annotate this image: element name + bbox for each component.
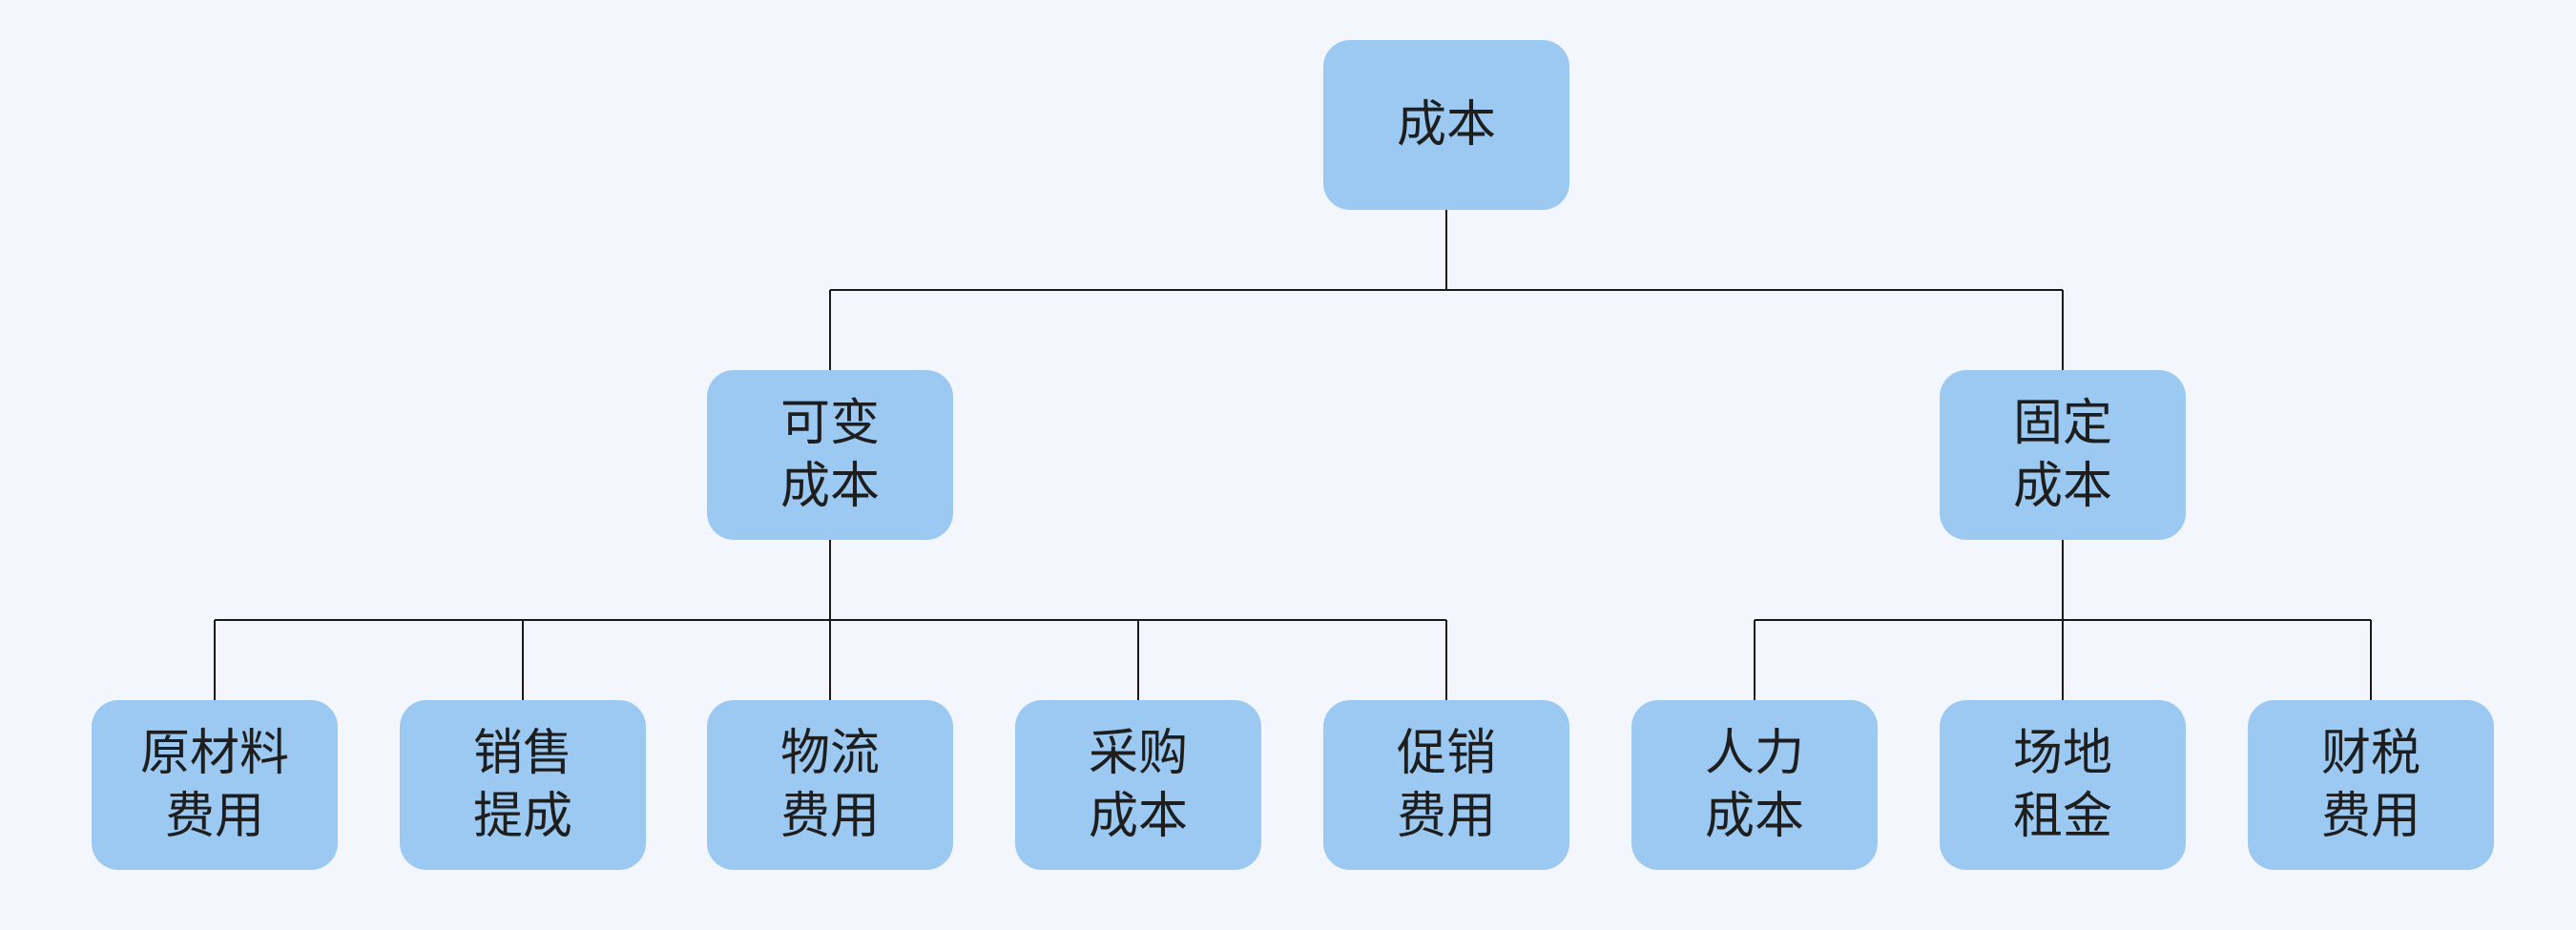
- node-label-line: 提成: [472, 788, 572, 845]
- node-label-line: 物流: [779, 725, 880, 782]
- node-label-line: 费用: [164, 788, 264, 845]
- node-label-line: 成本: [1088, 788, 1188, 845]
- node-label-line: 成本: [1704, 788, 1804, 845]
- node-raw-material-cost: 原材料 费用: [92, 700, 338, 870]
- node-variable-cost: 可变 成本: [707, 370, 953, 540]
- node-label-line: 可变: [779, 395, 880, 452]
- node-logistics-cost: 物流 费用: [707, 700, 953, 870]
- node-label-line: 费用: [2320, 788, 2420, 845]
- node-fixed-cost: 固定 成本: [1940, 370, 2186, 540]
- node-label-line: 费用: [779, 788, 880, 845]
- node-label-line: 促销: [1396, 725, 1496, 782]
- node-label-line: 销售: [472, 725, 572, 782]
- node-label-line: 固定: [2012, 395, 2112, 452]
- node-label-line: 原材料: [139, 725, 289, 782]
- node-label-line: 成本: [779, 458, 880, 515]
- node-cost: 成本: [1323, 40, 1569, 210]
- node-label-line: 费用: [1396, 788, 1496, 845]
- node-sales-commission: 销售 提成: [400, 700, 646, 870]
- node-labor-cost: 人力 成本: [1631, 700, 1878, 870]
- node-promotion-cost: 促销 费用: [1323, 700, 1569, 870]
- node-finance-tax-cost: 财税 费用: [2248, 700, 2494, 870]
- node-label-line: 人力: [1704, 725, 1804, 782]
- node-label-line: 成本: [2012, 458, 2112, 515]
- node-label-line: 场地: [2012, 725, 2112, 782]
- node-label-line: 财税: [2320, 725, 2420, 782]
- node-procurement-cost: 采购 成本: [1015, 700, 1261, 870]
- node-site-rent: 场地 租金: [1940, 700, 2186, 870]
- node-label-line: 采购: [1088, 725, 1188, 782]
- node-label-line: 成本: [1396, 96, 1496, 154]
- node-label-line: 租金: [2012, 788, 2112, 845]
